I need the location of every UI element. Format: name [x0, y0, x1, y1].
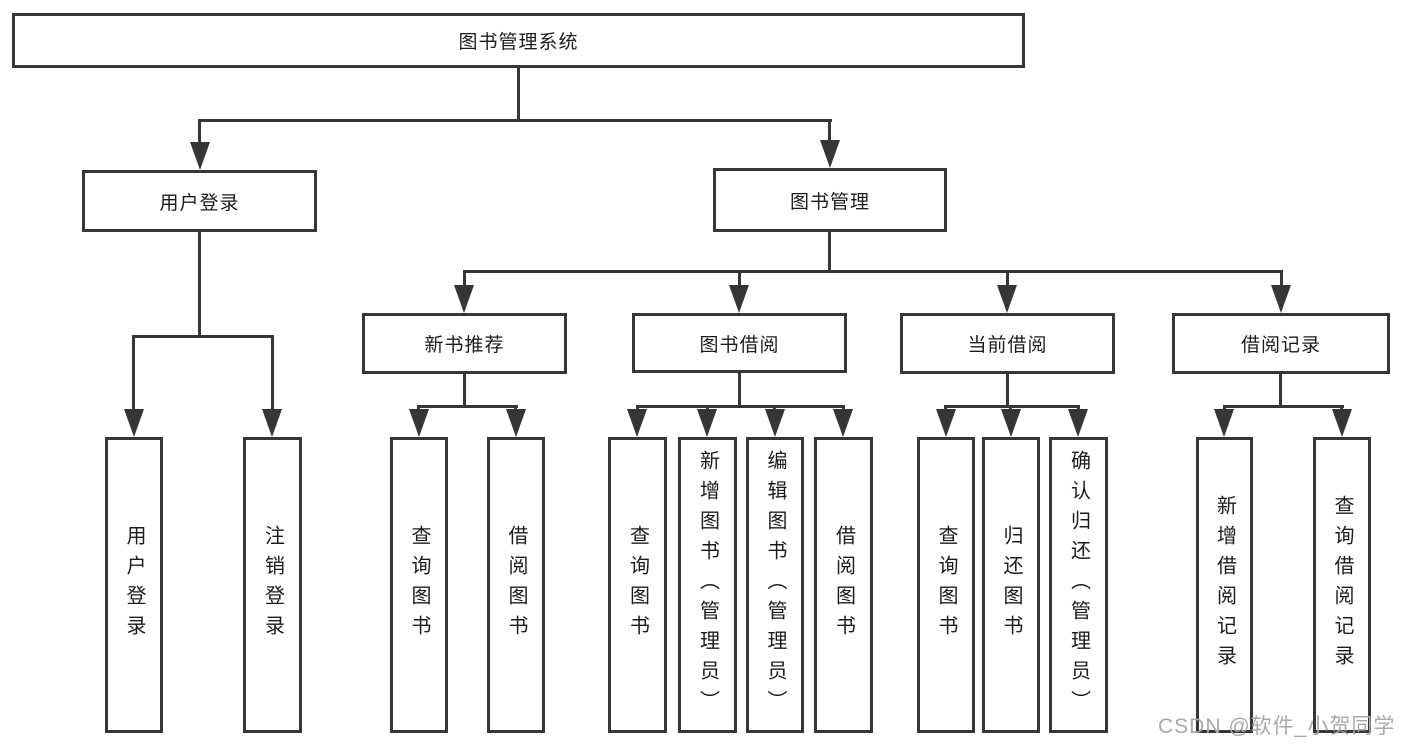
- node-book-borrow: 图书借阅: [632, 313, 847, 373]
- connector-line: [463, 270, 1283, 273]
- node-label: 借阅记录: [1240, 335, 1321, 356]
- node-label: 新增图书（管理员）: [696, 450, 719, 720]
- connector-line: [1279, 374, 1282, 408]
- connector-line: [132, 335, 135, 413]
- arrowhead-down-icon: [190, 142, 210, 170]
- node-label: 用户登录: [159, 192, 240, 214]
- leaf-rec-query-book: 查询图书: [390, 437, 448, 733]
- arrowhead-down-icon: [1332, 409, 1352, 437]
- arrowhead-down-icon: [1214, 409, 1234, 437]
- arrowhead-down-icon: [820, 140, 840, 168]
- node-label: 图书管理系统: [458, 32, 579, 53]
- leaf-br-query-record: 查询借阅记录: [1313, 437, 1371, 733]
- node-label: 注销登录: [261, 525, 284, 645]
- node-new-book-recommend: 新书推荐: [362, 313, 567, 374]
- leaf-br-add-record: 新增借阅记录: [1196, 437, 1253, 733]
- connector-line: [198, 232, 201, 338]
- connector-line: [1006, 270, 1009, 290]
- arrowhead-down-icon: [454, 285, 474, 313]
- node-label: 查询图书: [408, 525, 430, 645]
- arrowhead-down-icon: [765, 409, 785, 437]
- node-label: 用户登录: [123, 525, 145, 645]
- arrowhead-down-icon: [409, 409, 429, 437]
- connector-line: [1280, 270, 1283, 290]
- connector-line: [738, 270, 741, 290]
- arrowhead-down-icon: [936, 409, 956, 437]
- leaf-bb-edit-book-admin: 编辑图书（管理员）: [746, 437, 804, 733]
- node-current-borrow: 当前借阅: [900, 313, 1115, 374]
- connector-line: [198, 119, 201, 147]
- node-label: 查询图书: [626, 525, 649, 645]
- arrowhead-down-icon: [833, 409, 853, 437]
- connector-line: [636, 405, 844, 408]
- node-label: 当前借阅: [967, 335, 1048, 356]
- arrowhead-down-icon: [1271, 285, 1291, 313]
- arrowhead-down-icon: [729, 285, 749, 313]
- leaf-bb-query-book: 查询图书: [608, 437, 667, 733]
- leaf-rec-borrow-book: 借阅图书: [487, 437, 545, 733]
- connector-line: [198, 119, 832, 122]
- node-label: 查询借阅记录: [1331, 495, 1353, 675]
- node-label: 查询图书: [935, 525, 957, 645]
- leaf-bb-add-book-admin: 新增图书（管理员）: [678, 437, 737, 733]
- connector-line: [1006, 374, 1009, 408]
- connector-line: [517, 68, 520, 122]
- arrowhead-down-icon: [1001, 409, 1021, 437]
- leaf-cb-query-book: 查询图书: [917, 437, 975, 733]
- node-label: 借阅图书: [505, 525, 527, 645]
- arrowhead-down-icon: [997, 285, 1017, 313]
- leaf-cb-return-book: 归还图书: [982, 437, 1040, 733]
- node-label: 归还图书: [1000, 525, 1022, 645]
- node-label: 新增借阅记录: [1213, 495, 1236, 675]
- connector-line: [271, 335, 274, 413]
- connector-line: [1223, 405, 1344, 408]
- csdn-watermark: CSDN @软件_小贺同学: [1158, 715, 1396, 738]
- arrowhead-down-icon: [1068, 409, 1088, 437]
- arrowhead-down-icon: [627, 409, 647, 437]
- arrowhead-down-icon: [506, 409, 526, 437]
- connector-line: [738, 373, 741, 408]
- connector-line: [828, 119, 831, 145]
- connector-line: [132, 335, 274, 338]
- leaf-user-login: 用户登录: [105, 437, 163, 733]
- connector-line: [944, 405, 1080, 408]
- node-label: 编辑图书（管理员）: [764, 450, 786, 720]
- arrowhead-down-icon: [697, 409, 717, 437]
- connector-line: [463, 270, 466, 290]
- leaf-cb-confirm-return-admin: 确认归还（管理员）: [1049, 437, 1108, 733]
- node-root-system: 图书管理系统: [12, 13, 1025, 68]
- node-label: 借阅图书: [832, 525, 855, 645]
- connector-line: [417, 405, 518, 408]
- node-label: 图书借阅: [699, 334, 780, 356]
- node-label: 确认归还（管理员）: [1067, 450, 1090, 720]
- node-book-management-module: 图书管理: [713, 168, 947, 232]
- node-label: 图书管理: [789, 191, 870, 213]
- arrowhead-down-icon: [124, 409, 144, 437]
- node-borrow-records: 借阅记录: [1172, 313, 1390, 374]
- node-user-login-module: 用户登录: [82, 170, 317, 232]
- arrowhead-down-icon: [262, 409, 282, 437]
- leaf-bb-borrow-book: 借阅图书: [814, 437, 873, 733]
- connector-line: [463, 374, 466, 408]
- leaf-logout: 注销登录: [243, 437, 302, 733]
- node-label: 新书推荐: [424, 335, 505, 356]
- connector-line: [828, 232, 831, 273]
